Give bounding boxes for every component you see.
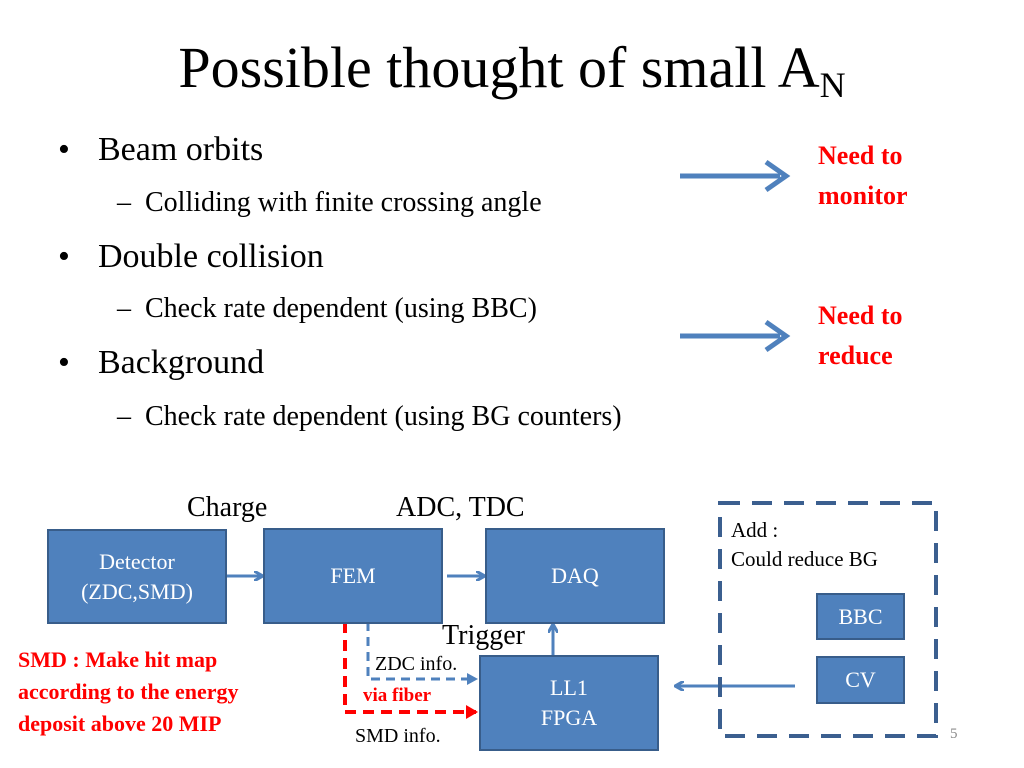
detector-box-line: Detector <box>99 548 175 574</box>
bullet-double-collision: • Double collision <box>58 237 558 277</box>
monitor-arrow-icon <box>680 159 791 193</box>
bbc-box: BBC <box>816 593 905 640</box>
cv-box-label: CV <box>845 667 876 692</box>
trigger-label: Trigger <box>442 620 525 651</box>
add-note-line: Could reduce BG <box>731 547 878 571</box>
smd-note-line: deposit above 20 MIP <box>18 711 222 736</box>
smd-note-line: SMD : Make hit map <box>18 647 218 672</box>
smd-hit-map-note: SMD : Make hit map according to the ener… <box>18 644 328 740</box>
sub-bullet-marker: – <box>117 293 131 324</box>
need-to-monitor-note: Need to monitor <box>818 136 1018 216</box>
slide-title-text: Possible thought of small A <box>178 35 820 100</box>
ll1-box-line: FPGA <box>540 705 598 730</box>
smd-note-line: according to the energy <box>18 679 239 704</box>
page-number: 5 <box>950 726 958 742</box>
sub-bullet-bbc: – Check rate dependent (using BBC) <box>117 292 677 326</box>
smd-info-label: SMD info. <box>355 725 441 747</box>
sub-bullet-marker: – <box>117 187 131 218</box>
sub-bullet-marker: – <box>117 401 131 432</box>
bullet-background: • Background <box>58 343 558 383</box>
sub-bullet-text: Check rate dependent (using BG counters) <box>145 401 622 432</box>
zdc-info-label: ZDC info. <box>375 653 458 675</box>
smd-info-dashed-line <box>343 622 478 719</box>
fem-box-label: FEM <box>330 563 376 588</box>
adc-tdc-label: ADC, TDC <box>396 492 525 523</box>
ll1-fpga-box: LL1 FPGA <box>479 655 659 751</box>
charge-label: Charge <box>187 492 268 523</box>
detector-box-line: (ZDC,SMD) <box>81 578 193 604</box>
note-line: monitor <box>818 181 908 210</box>
additional-counters-frame <box>718 501 938 738</box>
reduce-arrow-icon <box>680 319 791 353</box>
zdc-info-dashed-line <box>366 622 478 685</box>
sub-bullet-text: Colliding with finite crossing angle <box>145 187 542 218</box>
cv-box: CV <box>816 656 905 704</box>
daq-box-label: DAQ <box>551 563 599 588</box>
bullet-marker: • <box>58 131 70 168</box>
add-note-line: Add : <box>731 518 779 542</box>
slide-title: Possible thought of small AN <box>0 28 1024 125</box>
bullet-text: Double collision <box>98 238 324 275</box>
slide-title-subscript: N <box>819 65 846 105</box>
detector-box: Detector (ZDC,SMD) <box>47 529 227 624</box>
sub-bullet-bg-counters: – Check rate dependent (using BG counter… <box>117 400 757 434</box>
bbc-box-label: BBC <box>838 603 883 629</box>
daq-box: DAQ <box>485 528 665 624</box>
bullet-marker: • <box>58 344 70 381</box>
sub-bullet-crossing-angle: – Colliding with finite crossing angle <box>117 186 677 220</box>
note-line: Need to <box>818 141 903 170</box>
need-to-reduce-note: Need to reduce <box>818 296 1018 376</box>
bullet-text: Background <box>98 344 265 381</box>
sub-bullet-text: Check rate dependent (using BBC) <box>145 293 537 324</box>
add-note: Add : Could reduce BG <box>731 516 878 574</box>
bullet-beam-orbits: • Beam orbits <box>58 130 558 170</box>
bullet-marker: • <box>58 238 70 275</box>
note-line: Need to <box>818 301 903 330</box>
note-line: reduce <box>818 341 893 370</box>
ll1-box-line: LL1 <box>550 675 588 700</box>
via-fiber-label: via fiber <box>363 685 432 706</box>
fem-box: FEM <box>263 528 443 624</box>
bullet-text: Beam orbits <box>98 131 264 168</box>
